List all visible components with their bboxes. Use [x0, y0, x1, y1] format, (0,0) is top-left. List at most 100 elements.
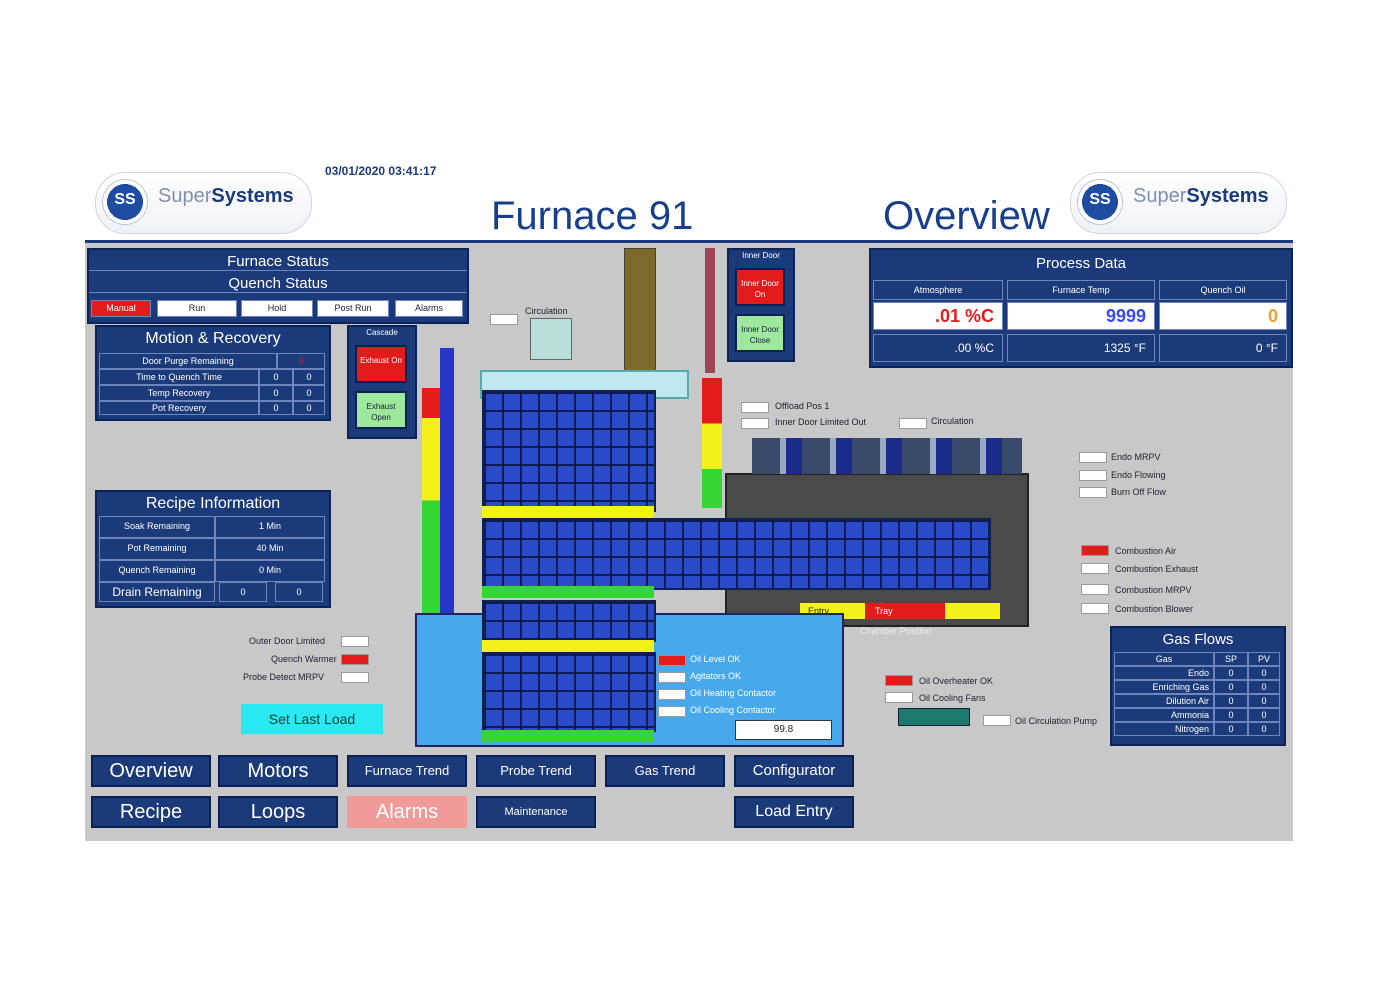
gas-row-pv: 0 — [1248, 694, 1280, 708]
motion-row-label: Pot Recovery — [99, 401, 259, 415]
endo-flowing-label: Endo Flowing — [1111, 470, 1166, 480]
tray-green-bar — [482, 586, 654, 598]
tray-stack-middle — [482, 518, 991, 590]
quench-state-hold: Hold — [241, 300, 313, 317]
gas-row-pv: 0 — [1248, 666, 1280, 680]
entry-label: Entry — [808, 606, 830, 616]
process-header-furnace-temp: Furnace Temp — [1007, 280, 1155, 300]
oil-circulation-label: Oil Circulation Pump — [1015, 716, 1098, 726]
recipe-row-label: Quench Remaining — [99, 560, 215, 582]
set-last-load-button[interactable]: Set Last Load — [241, 704, 383, 734]
recipe-row-label: Soak Remaining — [99, 516, 215, 538]
oil-cooling-label: Oil Cooling Contactor — [690, 705, 776, 715]
motion-recovery-panel: Motion & Recovery Door Purge Remaining 0… — [95, 325, 331, 421]
nav-overview-button[interactable]: Overview — [91, 755, 211, 787]
oil-cooling-fans-label: Oil Cooling Fans — [919, 693, 986, 703]
quench-state-run: Run — [157, 300, 237, 317]
tray-yellow-bar — [482, 506, 654, 518]
combustion-mrpv-label: Combustion MRPV — [1115, 585, 1192, 595]
drain-remaining-value: 0 — [219, 582, 267, 602]
tray-yellow-bar-2 — [482, 640, 654, 652]
exhaust-open-button[interactable]: Exhaust Open — [355, 391, 407, 429]
nav-alarms-button[interactable]: Alarms — [347, 796, 467, 828]
oil-heating-indicator — [658, 689, 686, 700]
page-title: Furnace 91 — [491, 194, 694, 238]
process-header-quench-oil: Quench Oil — [1159, 280, 1287, 300]
gas-row-sp: 0 — [1214, 722, 1248, 736]
gas-header: Gas — [1114, 652, 1214, 666]
nav-recipe-button[interactable]: Recipe — [91, 796, 211, 828]
outer-door-limited-label: Outer Door Limited — [249, 636, 326, 646]
drain-remaining-value-2: 0 — [275, 582, 323, 602]
drain-remaining-label: Drain Remaining — [99, 582, 215, 602]
endo-mrpv-indicator — [1079, 452, 1107, 463]
furnace-diagram: Entry Tray Chamber Position Oil Level OK… — [410, 248, 1029, 748]
nav-gas-trend-button[interactable]: Gas Trend — [605, 755, 725, 787]
gas-row-sp: 0 — [1214, 666, 1248, 680]
process-data-title: Process Data — [1035, 255, 1127, 272]
hmi-screen: SS SuperSystems 03/01/2020 03:41:17 Furn… — [85, 160, 1293, 841]
motion-row-value: 0 — [277, 353, 325, 369]
outer-door-limited-indicator — [341, 636, 369, 647]
combustion-mrpv-indicator — [1081, 584, 1109, 595]
oil-circulation-indicator — [983, 715, 1011, 726]
nav-furnace-trend-button[interactable]: Furnace Trend — [347, 755, 467, 787]
circulation-fan-icon — [530, 318, 572, 360]
cascade-title: Cascade — [366, 328, 398, 337]
nav-load-entry-button[interactable]: Load Entry — [734, 796, 854, 828]
agitators-indicator — [658, 672, 686, 683]
recipe-row-value: 1 Min — [215, 516, 325, 538]
furnace-status-title: Furnace Status — [89, 253, 467, 271]
inner-door-close-button[interactable]: Inner Door Close — [735, 314, 785, 352]
recipe-row-label: Pot Remaining — [99, 538, 215, 560]
company-logo-left: SS SuperSystems — [95, 172, 312, 234]
tray-stack-lower-2 — [482, 652, 656, 732]
nav-maintenance-button[interactable]: Maintenance — [476, 796, 596, 828]
oil-level-indicator — [658, 655, 686, 666]
motion-row-value: 0 — [293, 385, 325, 401]
motion-row-label: Time to Quench Time — [99, 369, 259, 385]
furnace-status-panel: Furnace Status Quench Status Manual Run … — [87, 248, 469, 324]
quench-oil-setpoint: 0 °F — [1159, 334, 1287, 362]
combustion-exhaust-label: Combustion Exhaust — [1115, 564, 1199, 574]
gas-row-label: Nitrogen — [1114, 722, 1214, 736]
gas-row-pv: 0 — [1248, 680, 1280, 694]
process-data-panel: Process Data Atmosphere Furnace Temp Que… — [869, 248, 1293, 368]
oil-level-label: Oil Level OK — [690, 654, 741, 664]
recipe-info-panel: Recipe Information Soak Remaining 1 Min … — [95, 490, 331, 608]
exhaust-on-button[interactable]: Exhaust On — [355, 345, 407, 383]
logo-mark-icon: SS — [102, 179, 148, 225]
endo-mrpv-label: Endo MRPV — [1111, 452, 1161, 462]
quench-state-alarms: Alarms — [395, 300, 463, 317]
inner-door-on-button[interactable]: Inner Door On — [735, 268, 785, 306]
motion-row-label: Door Purge Remaining — [99, 353, 277, 369]
nav-motors-button[interactable]: Motors — [218, 755, 338, 787]
nav-probe-trend-button[interactable]: Probe Trend — [476, 755, 596, 787]
burnoff-flow-label: Burn Off Flow — [1111, 487, 1166, 497]
quench-temp-readout: 99.8 — [735, 720, 832, 740]
gas-row-pv: 0 — [1248, 722, 1280, 736]
nav-configurator-button[interactable]: Configurator — [734, 755, 854, 787]
header-bar: SS SuperSystems 03/01/2020 03:41:17 Furn… — [85, 160, 1293, 243]
company-logo-right: SS SuperSystems — [1070, 172, 1287, 234]
nav-loops-button[interactable]: Loops — [218, 796, 338, 828]
probe-detect-indicator — [341, 672, 369, 683]
gas-header: PV — [1248, 652, 1280, 666]
circulation-mid-label: Circulation — [931, 416, 974, 426]
right-level-column — [702, 378, 722, 508]
tray-label: Tray — [875, 606, 893, 616]
oil-circulation-pump-icon — [898, 708, 970, 726]
burnoff-flow-indicator — [1079, 487, 1107, 498]
page-subtitle: Overview — [883, 194, 1050, 238]
gas-row-sp: 0 — [1214, 708, 1248, 722]
oil-heating-label: Oil Heating Contactor — [690, 688, 777, 698]
tray-green-bar-2 — [482, 730, 654, 742]
combustion-blower-label: Combustion Blower — [1115, 604, 1194, 614]
chamber-position-active — [865, 603, 945, 619]
endo-flowing-indicator — [1079, 470, 1107, 481]
combustion-exhaust-indicator — [1081, 563, 1109, 574]
chamber-position-label: Chamber Position — [860, 626, 932, 636]
gas-flows-panel: Gas Flows Gas SP PV Endo 0 0 Enriching G… — [1110, 626, 1286, 746]
process-header-atmosphere: Atmosphere — [873, 280, 1003, 300]
circulation-top-label: Circulation — [525, 306, 568, 316]
